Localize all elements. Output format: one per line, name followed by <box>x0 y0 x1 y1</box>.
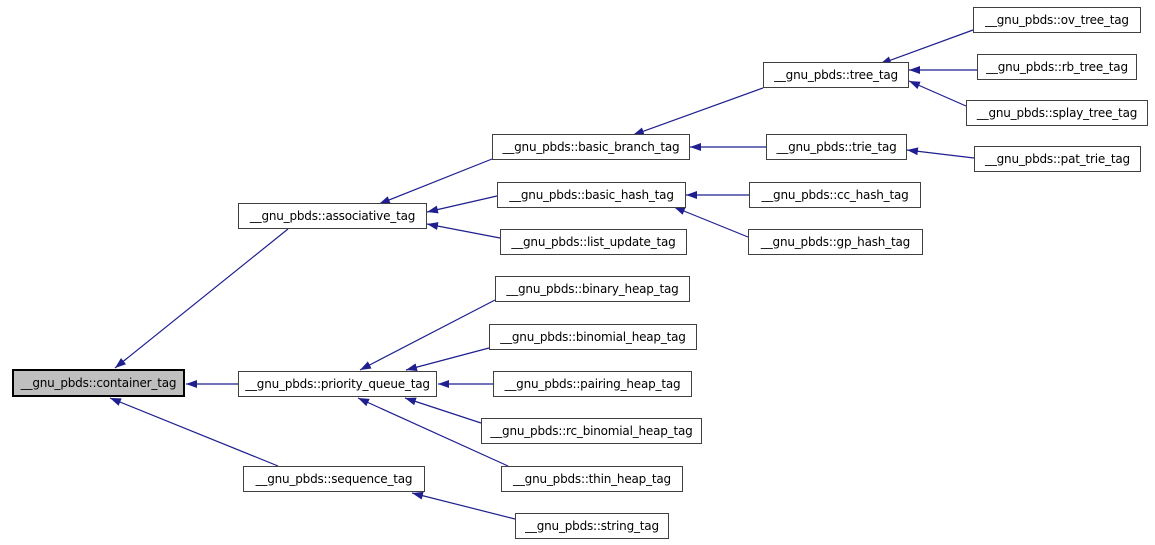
inheritance-edge-string_tag-to-sequence_tag <box>411 491 516 520</box>
inheritance-edge-associative_tag-to-container_tag <box>114 228 289 369</box>
inheritance-edge-rc_binomial_heap_tag-to-priority_queue_tag <box>404 397 482 424</box>
class-node-string_tag[interactable]: __gnu_pbds::string_tag <box>515 513 669 539</box>
class-node-rb_tree_tag[interactable]: __gnu_pbds::rb_tree_tag <box>977 54 1137 80</box>
class-node-list_update_tag[interactable]: __gnu_pbds::list_update_tag <box>500 229 687 255</box>
class-node-ov_tree_tag[interactable]: __gnu_pbds::ov_tree_tag <box>973 7 1141 33</box>
class-node-sequence_tag[interactable]: __gnu_pbds::sequence_tag <box>243 466 425 492</box>
class-node-priority_queue_tag[interactable]: __gnu_pbds::priority_queue_tag <box>238 371 437 397</box>
class-node-basic_hash_tag[interactable]: __gnu_pbds::basic_hash_tag <box>497 182 686 208</box>
class-node-thin_heap_tag[interactable]: __gnu_pbds::thin_heap_tag <box>501 466 683 492</box>
inheritance-edge-binomial_heap_tag-to-priority_queue_tag <box>405 347 490 372</box>
inheritance-edge-gp_hash_tag-to-basic_hash_tag <box>673 206 749 238</box>
inheritance-edge-list_update_tag-to-associative_tag <box>426 222 501 239</box>
class-node-binomial_heap_tag[interactable]: __gnu_pbds::binomial_heap_tag <box>489 324 697 350</box>
inheritance-edge-sequence_tag-to-container_tag <box>109 397 279 467</box>
class-node-cc_hash_tag[interactable]: __gnu_pbds::cc_hash_tag <box>749 182 921 208</box>
class-node-pat_trie_tag[interactable]: __gnu_pbds::pat_trie_tag <box>974 146 1141 172</box>
inheritance-edge-thin_heap_tag-to-priority_queue_tag <box>357 397 509 467</box>
inheritance-edge-splay_tree_tag-to-tree_tag <box>908 80 967 107</box>
inheritance-edge-tree_tag-to-basic_branch_tag <box>632 87 764 136</box>
class-node-associative_tag[interactable]: __gnu_pbds::associative_tag <box>238 203 427 229</box>
inheritance-edge-binary_heap_tag-to-priority_queue_tag <box>359 299 496 371</box>
class-node-basic_branch_tag[interactable]: __gnu_pbds::basic_branch_tag <box>492 134 690 160</box>
class-node-rc_binomial_heap_tag[interactable]: __gnu_pbds::rc_binomial_heap_tag <box>481 418 702 444</box>
class-node-gp_hash_tag[interactable]: __gnu_pbds::gp_hash_tag <box>748 229 923 255</box>
inheritance-edge-pat_trie_tag-to-trie_tag <box>906 147 975 159</box>
class-node-binary_heap_tag[interactable]: __gnu_pbds::binary_heap_tag <box>495 276 690 302</box>
class-node-splay_tree_tag[interactable]: __gnu_pbds::splay_tree_tag <box>966 100 1148 126</box>
class-node-pairing_heap_tag[interactable]: __gnu_pbds::pairing_heap_tag <box>493 371 692 397</box>
class-node-container_tag: __gnu_pbds::container_tag <box>12 369 185 397</box>
class-node-tree_tag[interactable]: __gnu_pbds::tree_tag <box>763 62 909 88</box>
class-node-trie_tag[interactable]: __gnu_pbds::trie_tag <box>766 134 907 160</box>
inheritance-edge-basic_branch_tag-to-associative_tag <box>378 158 493 205</box>
inheritance-edge-basic_hash_tag-to-associative_tag <box>426 195 498 214</box>
inheritance-edge-ov_tree_tag-to-tree_tag <box>879 29 974 65</box>
